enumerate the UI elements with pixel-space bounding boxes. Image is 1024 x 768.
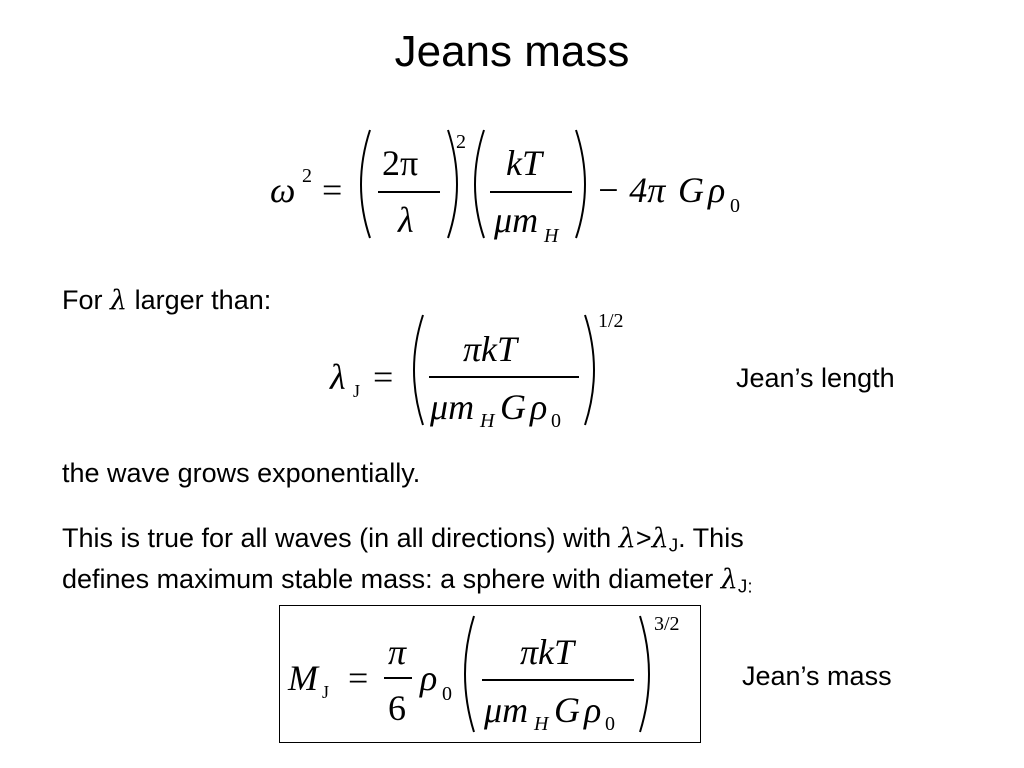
jeans-mass-numerator: πkT	[520, 632, 577, 672]
lambda-symbol: λ	[329, 357, 346, 397]
right-paren-4	[639, 615, 650, 733]
jeans-length-den-rho-sub: 0	[551, 410, 561, 432]
equals-sign-2: =	[373, 357, 393, 397]
omega-exponent: 2	[302, 165, 312, 187]
mass-symbol: M	[287, 658, 320, 698]
jeans-mass-den-sub: H	[533, 713, 550, 735]
jeans-mass-equation: M J = π 6 ρ 0 πkT μm H G ρ 0 3/2	[287, 613, 680, 735]
fraction-2-subscript: H	[543, 225, 560, 247]
jeans-length-label: Jean’s length	[736, 363, 895, 393]
jeans-length-exponent: 1/2	[598, 310, 624, 332]
pi-numerator: π	[388, 632, 407, 672]
left-paren	[360, 129, 371, 239]
rho-symbol: ρ	[419, 658, 437, 698]
jeans-length-den-m: μm	[429, 387, 474, 427]
minus-term: − 4π	[596, 170, 666, 210]
jeans-length-den-sub: H	[479, 410, 496, 432]
fraction-2-denominator: μm	[493, 200, 538, 240]
six-denominator: 6	[388, 688, 406, 728]
paragraph-line-2: defines maximum stable mass: a sphere wi…	[62, 564, 753, 598]
rho-subscript: 0	[442, 683, 452, 705]
left-paren-3	[413, 314, 424, 426]
slide-title: Jeans mass	[394, 27, 630, 76]
equals-sign: =	[322, 170, 342, 210]
jeans-mass-exponent: 3/2	[654, 613, 680, 635]
right-paren	[447, 129, 458, 239]
jeans-mass-label: Jean’s mass	[742, 661, 892, 691]
jeans-length-numerator: πkT	[463, 329, 520, 369]
jeans-mass-den-rho: ρ	[583, 690, 601, 730]
right-paren-3	[584, 314, 595, 426]
dispersion-equation: ω 2 = 2π λ 2 kT μm H − 4π G ρ 0	[270, 129, 740, 247]
fraction-1-numerator: 2π	[382, 143, 418, 183]
for-lambda-text: For λ larger than:	[62, 285, 272, 316]
left-paren-2	[474, 129, 485, 239]
equals-sign-3: =	[348, 658, 368, 698]
wave-grows-text: the wave grows exponentially.	[62, 458, 421, 488]
omega-symbol: ω	[270, 170, 295, 210]
jeans-mass-den-rho-sub: 0	[605, 713, 615, 735]
mass-subscript: J	[322, 682, 329, 702]
jeans-mass-box	[279, 605, 701, 743]
lambda-subscript: J	[353, 381, 360, 401]
jeans-length-den-G: G	[500, 387, 526, 427]
fraction-1-exponent: 2	[456, 131, 466, 153]
density-symbol: ρ	[707, 170, 725, 210]
jeans-mass-den-m: μm	[483, 690, 528, 730]
right-paren-2	[575, 129, 586, 239]
gravity-constant: G	[678, 170, 704, 210]
jeans-mass-den-G: G	[554, 690, 580, 730]
fraction-1-denominator: λ	[397, 200, 414, 240]
paragraph-line-1: This is true for all waves (in all direc…	[62, 523, 744, 557]
density-subscript: 0	[730, 195, 740, 217]
fraction-2-numerator: kT	[506, 143, 545, 183]
jeans-length-den-rho: ρ	[529, 387, 547, 427]
left-paren-4	[464, 615, 475, 733]
jeans-length-equation: λ J = πkT μm H G ρ 0 1/2	[329, 310, 624, 432]
